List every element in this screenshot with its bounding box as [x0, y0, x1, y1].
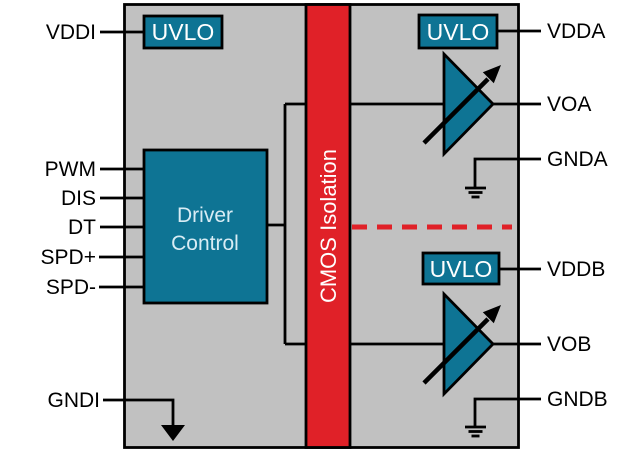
- pin-label-vdda: VDDA: [547, 20, 605, 43]
- uvlo-input-block: [142, 14, 224, 50]
- uvlo-b-label: UVLO: [430, 256, 493, 282]
- gndb-earth-ground-icon: [465, 425, 486, 438]
- gain-arrow-a-icon: [422, 65, 501, 145]
- pin-label-vddi: VDDI: [46, 21, 96, 44]
- uvlo-a-block: [417, 13, 499, 50]
- output-driver-a-amplifier: [442, 50, 495, 158]
- pin-label-dis: DIS: [61, 187, 96, 210]
- driver-control-label-line1: Driver: [177, 204, 233, 227]
- pin-label-voa: VOA: [547, 93, 591, 116]
- pin-label-spd-minus: SPD-: [46, 276, 96, 299]
- cmos-isolation-label: CMOS Isolation: [316, 149, 341, 303]
- gnda-earth-ground-icon: [465, 186, 486, 199]
- uvlo-b-block: [421, 251, 501, 286]
- pin-label-gndi: GNDI: [48, 389, 101, 412]
- output-driver-b-amplifier: [442, 290, 495, 398]
- gain-arrow-b-icon: [422, 305, 501, 385]
- cmos-isolation-bar: [304, 3, 352, 449]
- pin-label-vddb: VDDB: [547, 258, 605, 281]
- driver-control-label-line2: Control: [171, 232, 239, 255]
- uvlo-a-label: UVLO: [427, 19, 490, 45]
- gnda-wire: [473, 157, 541, 188]
- pin-label-gnda: GNDA: [547, 148, 608, 171]
- pin-label-vob: VOB: [547, 333, 591, 356]
- uvlo-input-label: UVLO: [152, 19, 215, 45]
- pin-label-pwm: PWM: [45, 158, 96, 181]
- gndb-wire: [473, 397, 541, 427]
- gndi-ground-arrow-icon: [161, 425, 185, 441]
- pin-label-spd-plus: SPD+: [41, 246, 96, 269]
- pin-label-gndb: GNDB: [547, 388, 608, 411]
- driver-control-block: [142, 148, 269, 305]
- gndi-wire: [103, 398, 175, 428]
- pin-label-dt: DT: [68, 216, 96, 239]
